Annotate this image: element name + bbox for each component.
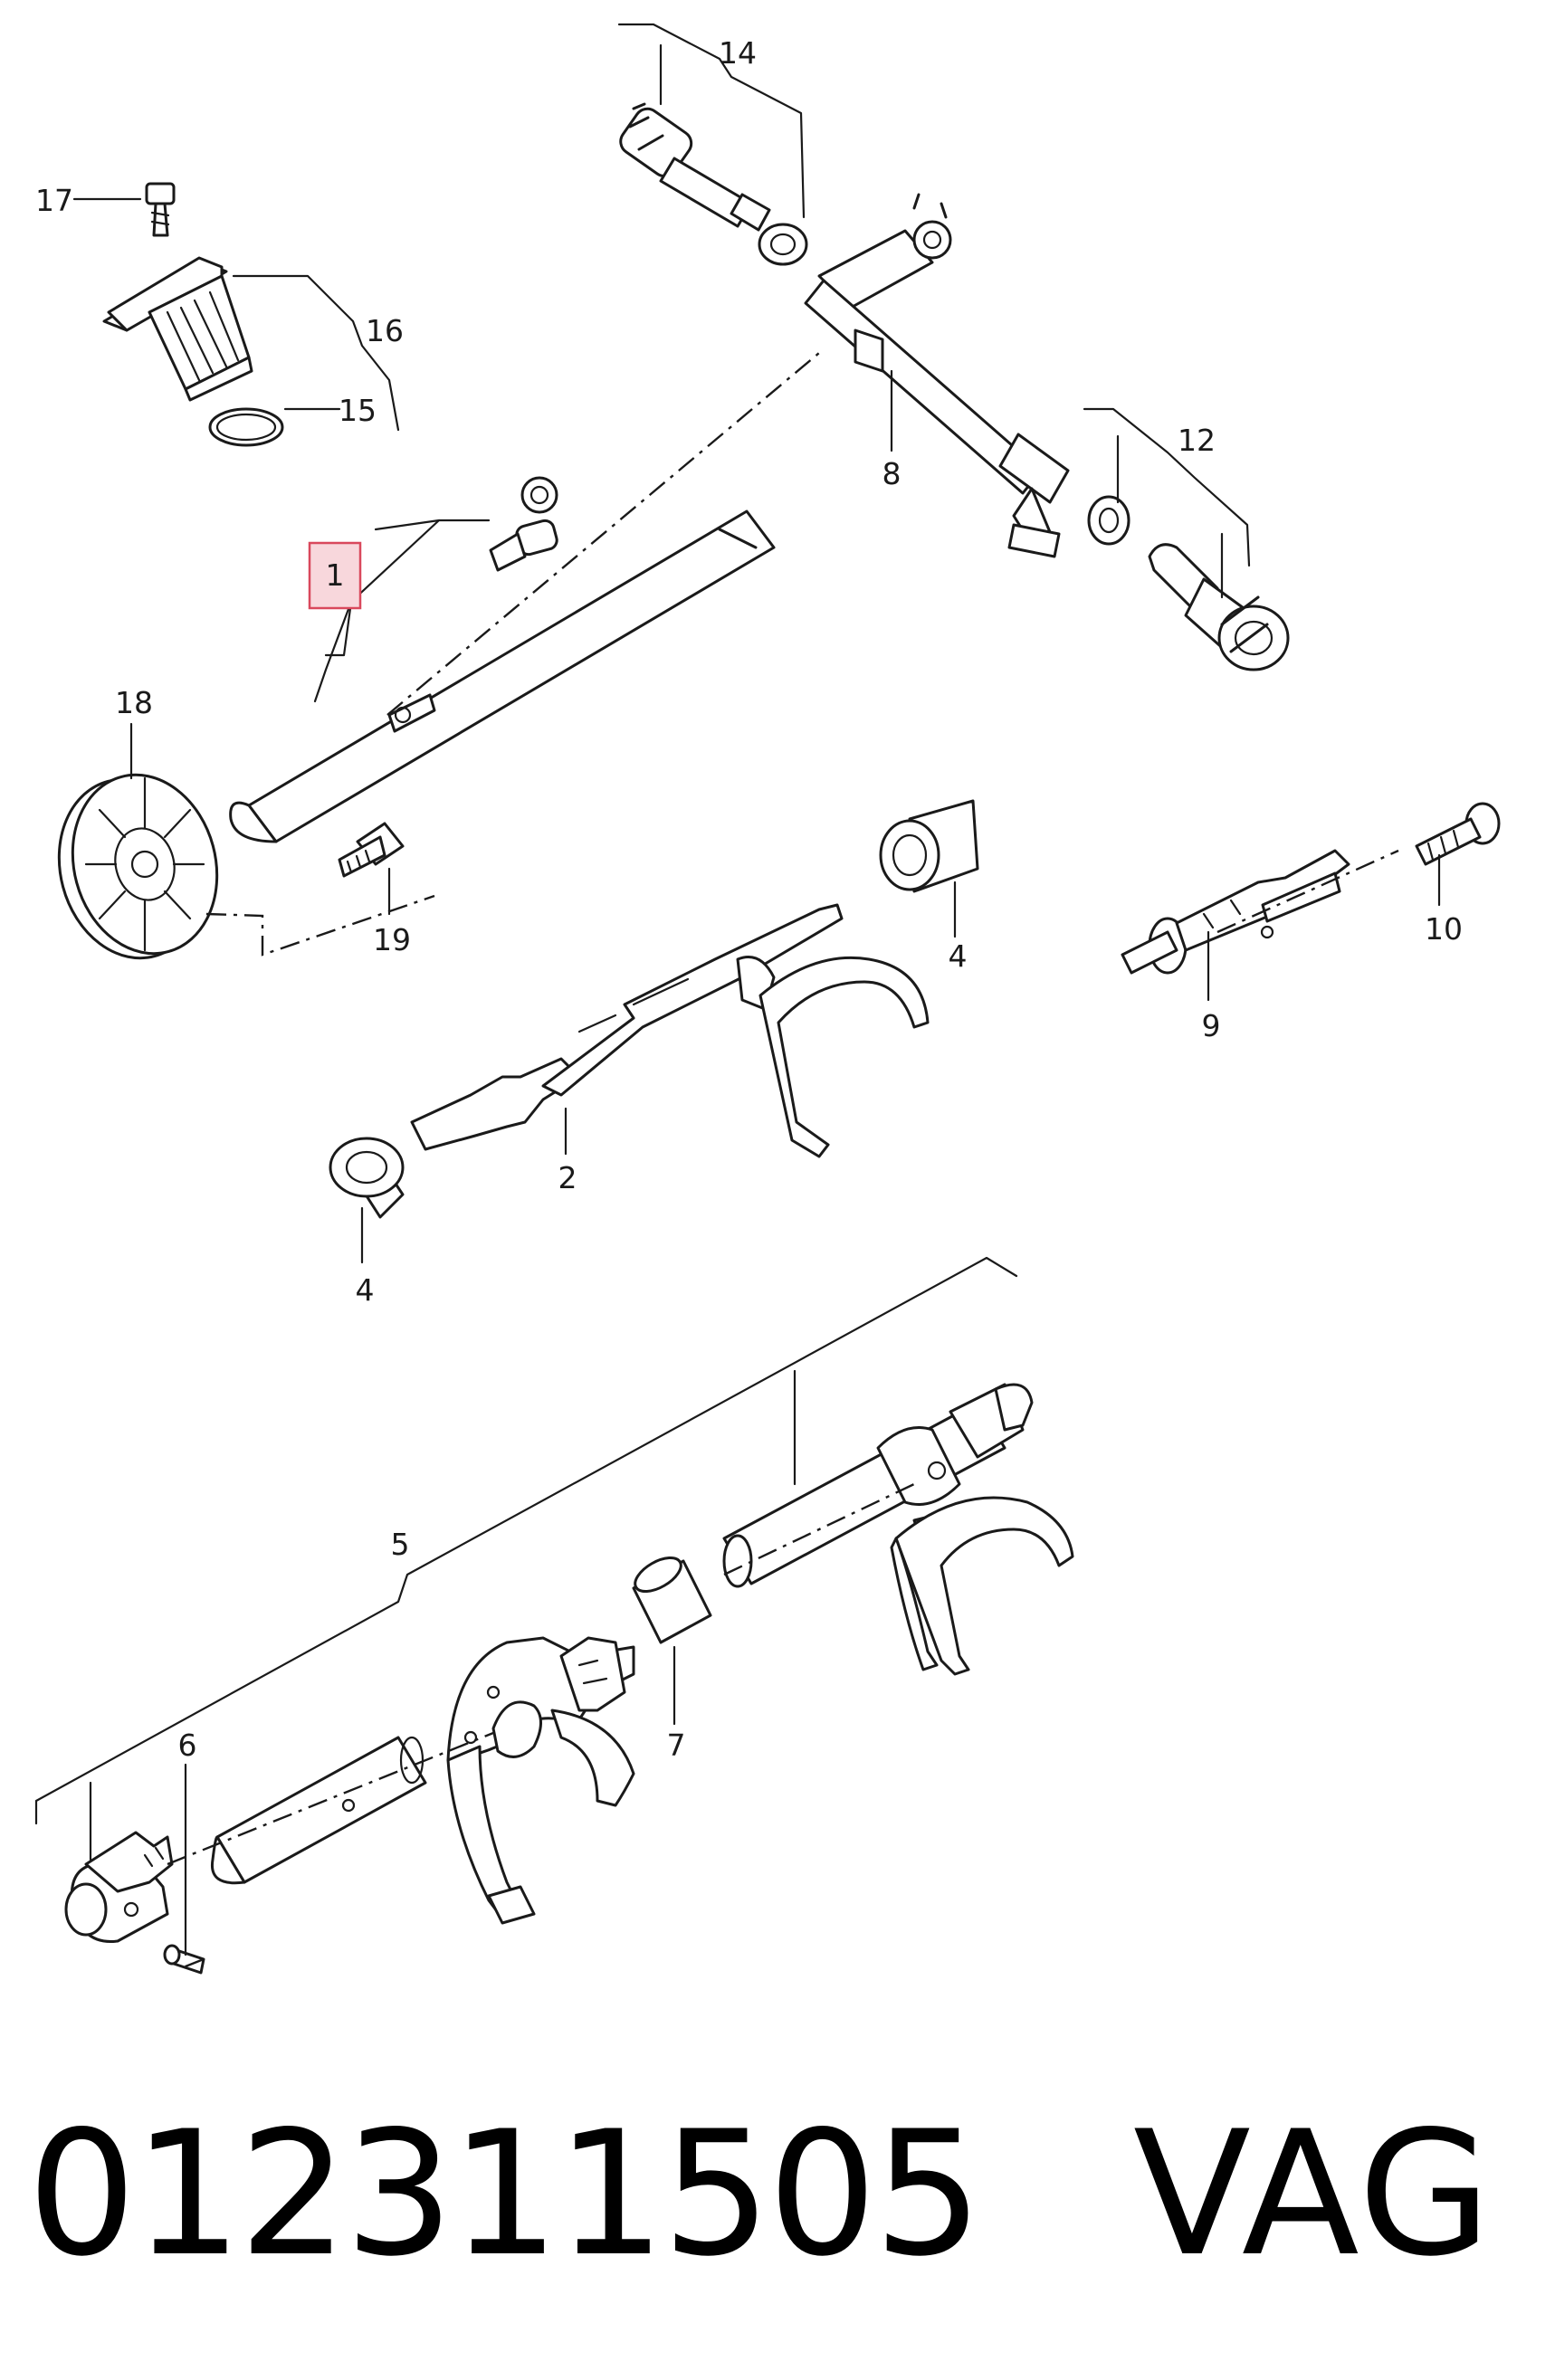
part-16-sender bbox=[102, 256, 253, 402]
part-9-lever bbox=[1121, 849, 1350, 975]
callout-14: 14 bbox=[719, 35, 757, 71]
part-1-selector-rod bbox=[229, 509, 776, 843]
leader-lines bbox=[34, 23, 1441, 1956]
callout-18: 18 bbox=[115, 685, 153, 720]
part-19-bolt bbox=[338, 822, 405, 878]
callout-labels: 14 17 16 15 8 12 1 18 19 4 10 9 2 4 5 6 … bbox=[35, 35, 1463, 1763]
part-4-bushing-upper bbox=[879, 799, 979, 893]
part-14-washer bbox=[758, 223, 808, 266]
part-6-pin bbox=[163, 1944, 205, 1975]
callout-6: 6 bbox=[178, 1728, 197, 1763]
part-2-shift-fork bbox=[410, 903, 930, 1158]
part-8-shaft bbox=[804, 193, 1070, 558]
callout-7: 7 bbox=[667, 1728, 686, 1763]
callout-9: 9 bbox=[1202, 1008, 1221, 1043]
callout-15: 15 bbox=[339, 393, 377, 428]
callout-2: 2 bbox=[558, 1160, 577, 1195]
part-number: 012311505 bbox=[27, 2094, 983, 2294]
callout-4-upper: 4 bbox=[949, 938, 968, 974]
part-7-shift-fork bbox=[446, 1636, 635, 1925]
part-6-end-piece bbox=[64, 1831, 174, 1943]
part-12-plug bbox=[1148, 543, 1290, 671]
callout-5: 5 bbox=[391, 1527, 410, 1562]
callout-19: 19 bbox=[373, 922, 411, 957]
part-14-plug bbox=[619, 102, 771, 232]
callout-1: 1 bbox=[326, 557, 345, 593]
part-10-bolt bbox=[1415, 802, 1501, 866]
part-12-washer bbox=[1087, 495, 1130, 546]
callout-17: 17 bbox=[35, 183, 73, 218]
part-1-detent-pin bbox=[489, 476, 558, 572]
callout-1-highlight bbox=[308, 541, 362, 610]
brand-label: VAG bbox=[1132, 2094, 1493, 2294]
callout-16: 16 bbox=[366, 313, 404, 348]
part-5-upper-fork bbox=[890, 1496, 1074, 1676]
part-17-screw bbox=[145, 182, 176, 237]
callout-12: 12 bbox=[1178, 423, 1216, 458]
assembly-axes bbox=[167, 352, 1399, 1970]
part-15-oring bbox=[208, 407, 284, 447]
part-caption: 012311505 VAG bbox=[27, 2090, 1530, 2299]
part-18-gear bbox=[57, 773, 219, 960]
callout-10: 10 bbox=[1425, 911, 1463, 947]
callout-8: 8 bbox=[882, 456, 902, 491]
callout-4-lower: 4 bbox=[356, 1272, 375, 1308]
part-5-lower-rod bbox=[210, 1383, 1034, 1885]
part-4-bushing-lower bbox=[329, 1137, 405, 1219]
